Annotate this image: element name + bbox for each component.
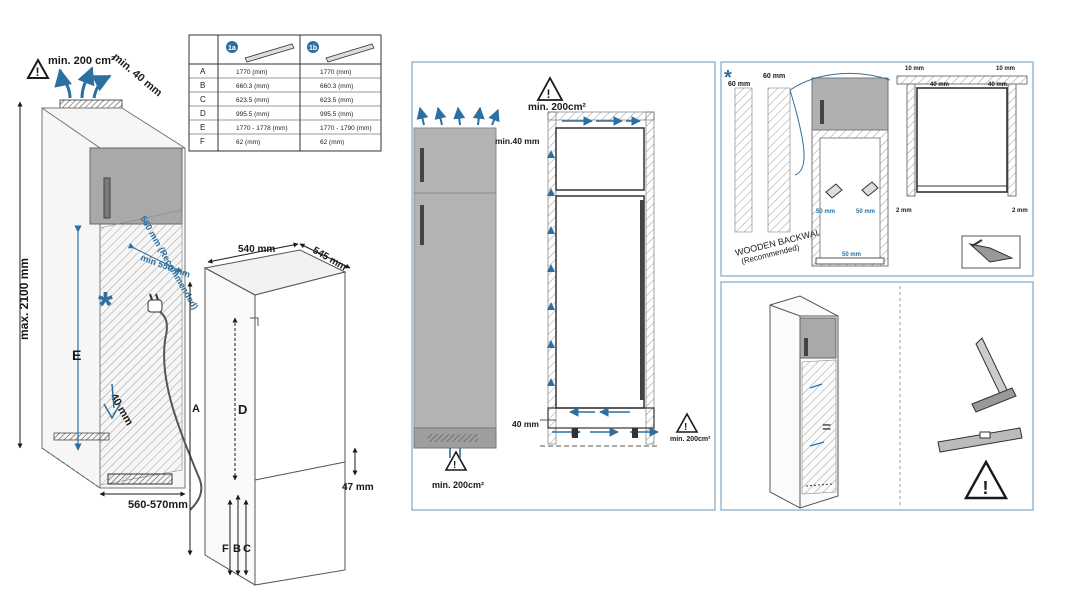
- warning-icon: !: [536, 76, 564, 101]
- svg-text:!: !: [453, 460, 456, 471]
- backwall-side-left: 50 mm: [816, 209, 835, 215]
- backwall-bottom: 50 mm: [842, 252, 861, 258]
- svg-text:!: !: [983, 478, 989, 498]
- backwall-side-right: 50 mm: [856, 209, 875, 215]
- table-value-1a: 995.5 (mm): [236, 111, 269, 118]
- table-value-1a: 660.3 (mm): [236, 83, 269, 90]
- table-value-1b: 1770 (mm): [320, 69, 351, 76]
- equal-sign: =: [822, 419, 831, 436]
- table-value-1b: 1770 - 1790 (mm): [320, 125, 372, 132]
- backwall-top-inner-left: 40 mm: [930, 82, 949, 88]
- label-b: B: [233, 543, 241, 555]
- table-value-1b: 995.5 (mm): [320, 111, 353, 118]
- table-key: B: [200, 81, 205, 90]
- label-f: F: [222, 543, 229, 555]
- vent-bottom-right-label: min. 200cm²: [670, 436, 711, 443]
- screwdriver-icon: [968, 239, 1014, 263]
- vent-gap-bottom-label: 40 mm: [512, 419, 539, 429]
- table-value-1a: 1770 (mm): [236, 69, 267, 76]
- label-a: A: [192, 403, 200, 415]
- badge-1a: 1a: [228, 45, 236, 52]
- wall-airflow-arrow: [547, 378, 555, 386]
- backwall-top-left: 10 mm: [905, 66, 924, 72]
- asterisk-icon: *: [98, 285, 113, 327]
- label-e: E: [72, 347, 81, 363]
- table-value-1b: 623.5 (mm): [320, 97, 353, 104]
- svg-text:!: !: [547, 87, 551, 101]
- spirit-level-icon: [937, 427, 1023, 453]
- wall-airflow-arrow: [547, 340, 555, 348]
- table-value-1a: 1770 - 1778 (mm): [236, 125, 288, 132]
- wall-airflow-arrow: [547, 302, 555, 310]
- badge-1b: 1b: [309, 45, 317, 52]
- fridge-diagram: 540 mm 545 mm A D F B C 47 mm: [187, 242, 374, 586]
- vent-bottom-left-label: min. 200cm²: [432, 480, 484, 490]
- table-key: A: [200, 67, 206, 76]
- table-value-1a: 623.5 (mm): [236, 97, 269, 104]
- asterisk-icon: *: [724, 67, 732, 89]
- backwall-top-right: 10 mm: [996, 66, 1015, 72]
- cabinet-width-label: 560-570mm: [128, 499, 188, 511]
- power-plug-icon: [147, 293, 203, 511]
- dimensions-table: 1a 1b A 1770 (mm) 1770 (mm) B 660.3 (mm) 660.…: [188, 34, 382, 152]
- cabinet-diagram: ! min. 200 cm² min. 40 mm * max. 2100 mm: [17, 51, 203, 511]
- cabinet-gap-top-label: min. 40 mm: [110, 51, 164, 99]
- table-value-1a: 62 (mm): [236, 139, 260, 146]
- table-value-1b: 62 (mm): [320, 139, 344, 146]
- wall-airflow-arrow: [547, 264, 555, 272]
- leveling-panel: = !: [720, 281, 1034, 511]
- vent-top-label: min. 200cm²: [528, 102, 586, 113]
- wall-airflow-arrow: [547, 188, 555, 196]
- vent-gap-top-label: min.40 mm: [495, 136, 540, 146]
- backwall-side-mm-left: 2 mm: [896, 208, 912, 214]
- warning-icon: !: [963, 459, 1009, 500]
- backwall-top-inner-right: 40 mm: [988, 82, 1007, 88]
- warning-icon: !: [26, 57, 50, 79]
- table-key: F: [200, 137, 205, 146]
- backwall-w2: 60 mm: [763, 73, 785, 80]
- table-value-1b: 660.3 (mm): [320, 83, 353, 90]
- backwall-w1: 60 mm: [728, 81, 750, 88]
- cabinet-section: [540, 111, 660, 447]
- wall-airflow-arrow: [547, 150, 555, 158]
- vent-arrows-top: [54, 66, 112, 99]
- warning-icon: !: [675, 412, 699, 433]
- table-key: E: [200, 123, 205, 132]
- fridge-gap-47: 47 mm: [342, 482, 374, 493]
- svg-text:!: !: [36, 65, 40, 79]
- cabinet-height-label: max. 2100 mm: [17, 258, 31, 340]
- label-c: C: [243, 543, 251, 555]
- wall-airflow-arrow: [547, 226, 555, 234]
- ventilation-panel: ! min. 200cm²: [411, 61, 716, 511]
- label-d: D: [238, 402, 247, 417]
- fridge-width-label: 540 mm: [238, 244, 275, 255]
- table-key: C: [200, 95, 206, 104]
- warning-icon: !: [444, 450, 468, 471]
- backwall-side-mm-right: 2 mm: [1012, 208, 1028, 214]
- svg-text:!: !: [684, 422, 687, 433]
- square-tool-icon: [971, 337, 1017, 413]
- table-key: D: [200, 109, 206, 118]
- backwall-panel: * 60 mm 60 mm WOODEN BACKWALL (Recommend…: [720, 61, 1034, 277]
- cabinet-vent-top-label: min. 200 cm²: [48, 55, 115, 67]
